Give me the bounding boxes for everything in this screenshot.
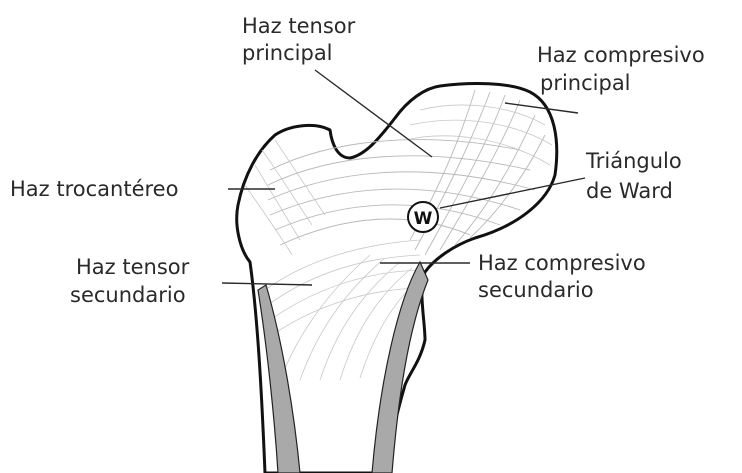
ward-marker-letter: W xyxy=(414,209,433,229)
label-tensor-secundario: Haz tensor secundario xyxy=(70,255,196,307)
label-compresivo-secundario: Haz compresivo secundario xyxy=(478,251,652,302)
label-triangulo-ward: Triángulo de Ward xyxy=(585,149,688,203)
label-compresivo-principal: Haz compresivo principal xyxy=(537,43,711,95)
label-trocantereo: Haz trocantéreo xyxy=(10,177,178,201)
label-tensor-principal: Haz tensor principal xyxy=(242,14,362,65)
